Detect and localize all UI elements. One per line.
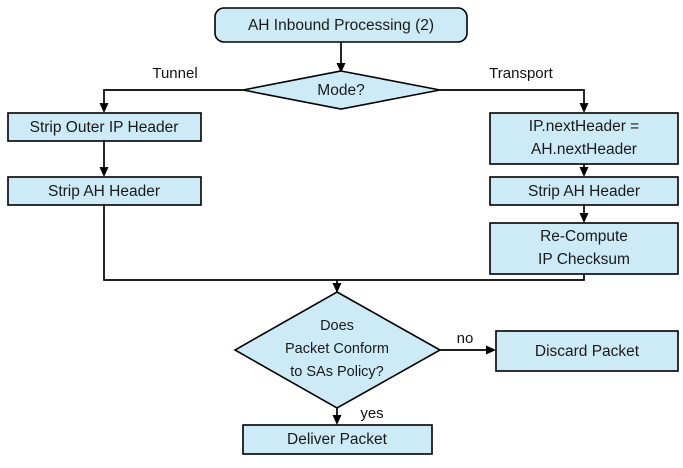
arrow-head-mode-transport bbox=[579, 103, 589, 113]
edge-nextheader-to-stripah bbox=[579, 164, 589, 177]
arrow-head-stripouter-stripah bbox=[99, 167, 109, 177]
arrow-head-nextheader-stripah bbox=[579, 167, 589, 177]
node-recompute-ip-checksum[interactable]: Re-Compute IP Checksum bbox=[489, 222, 679, 275]
node-label-deliver: Deliver Packet bbox=[287, 431, 388, 448]
edge-line-mode-transport bbox=[440, 89, 585, 106]
node-shape-mode-decision bbox=[242, 70, 441, 110]
edge-mode-tunnel bbox=[99, 89, 243, 113]
node-label-start: AH Inbound Processing (2) bbox=[248, 17, 434, 34]
edge-mode-transport bbox=[440, 89, 589, 113]
edge-stripouter-to-stripah bbox=[99, 141, 109, 177]
node-strip-ah-header-transport[interactable]: Strip AH Header bbox=[489, 176, 679, 206]
edge-label-transport: Transport bbox=[489, 65, 553, 82]
node-shape-recompute bbox=[489, 222, 679, 275]
node-label-conform-line1: Does bbox=[320, 318, 354, 334]
edge-label-no: no bbox=[457, 330, 474, 347]
edge-conform-yes-deliver bbox=[332, 408, 342, 425]
node-deliver-packet[interactable]: Deliver Packet bbox=[242, 424, 433, 455]
edge-stripah-to-recompute bbox=[579, 205, 589, 223]
node-shape-strip-ah-tunnel bbox=[7, 176, 202, 206]
node-shape-strip-outer-ip bbox=[7, 112, 202, 142]
node-ah-inbound-processing[interactable]: AH Inbound Processing (2) bbox=[214, 7, 468, 43]
arrow-head-stripah-recompute bbox=[579, 213, 589, 223]
node-mode-decision[interactable]: Mode? bbox=[242, 70, 441, 110]
node-label-next-header-line2: AH.nextHeader bbox=[531, 141, 637, 158]
node-shape-strip-ah-transport bbox=[489, 176, 679, 206]
node-label-discard: Discard Packet bbox=[535, 343, 640, 360]
node-label-conform-line2: Packet Conform bbox=[285, 341, 389, 357]
edge-line-merge-horizontal bbox=[103, 205, 585, 281]
arrow-head-mode-tunnel bbox=[99, 103, 109, 113]
edge-conform-no-discard bbox=[440, 345, 496, 355]
arrow-head-merge-conform bbox=[332, 283, 342, 293]
node-strip-outer-ip-header[interactable]: Strip Outer IP Header bbox=[7, 112, 202, 142]
node-discard-packet[interactable]: Discard Packet bbox=[495, 330, 679, 372]
node-shape-conform-decision bbox=[233, 291, 442, 409]
node-label-next-header-line1: IP.nextHeader = bbox=[529, 118, 639, 135]
node-shape-discard bbox=[495, 330, 679, 372]
node-label-mode-decision: Mode? bbox=[317, 82, 365, 99]
node-label-strip-ah-transport: Strip AH Header bbox=[528, 183, 640, 200]
node-label-recompute-line2: IP Checksum bbox=[538, 251, 630, 268]
node-shape-next-header bbox=[489, 112, 679, 165]
node-label-conform-line3: to SAs Policy? bbox=[290, 364, 384, 380]
node-shape-deliver bbox=[242, 424, 433, 455]
node-strip-ah-header-tunnel[interactable]: Strip AH Header bbox=[7, 176, 202, 206]
node-conform-decision[interactable]: Does Packet Conform to SAs Policy? bbox=[233, 291, 442, 409]
node-label-strip-ah-tunnel: Strip AH Header bbox=[48, 183, 160, 200]
edge-label-yes: yes bbox=[360, 405, 383, 422]
arrow-head-start-mode bbox=[336, 63, 346, 73]
node-ip-nextheader-assign[interactable]: IP.nextHeader = AH.nextHeader bbox=[489, 112, 679, 165]
edge-start-to-mode bbox=[336, 42, 346, 73]
edge-label-tunnel: Tunnel bbox=[152, 65, 197, 82]
arrow-head-conform-discard bbox=[486, 345, 496, 355]
node-label-recompute-line1: Re-Compute bbox=[540, 228, 628, 245]
node-label-strip-outer-ip: Strip Outer IP Header bbox=[30, 119, 179, 136]
arrow-head-conform-deliver bbox=[332, 415, 342, 425]
edge-line-mode-tunnel bbox=[103, 89, 243, 106]
edge-merge-to-conform bbox=[103, 205, 585, 293]
node-shape-start bbox=[214, 7, 468, 43]
